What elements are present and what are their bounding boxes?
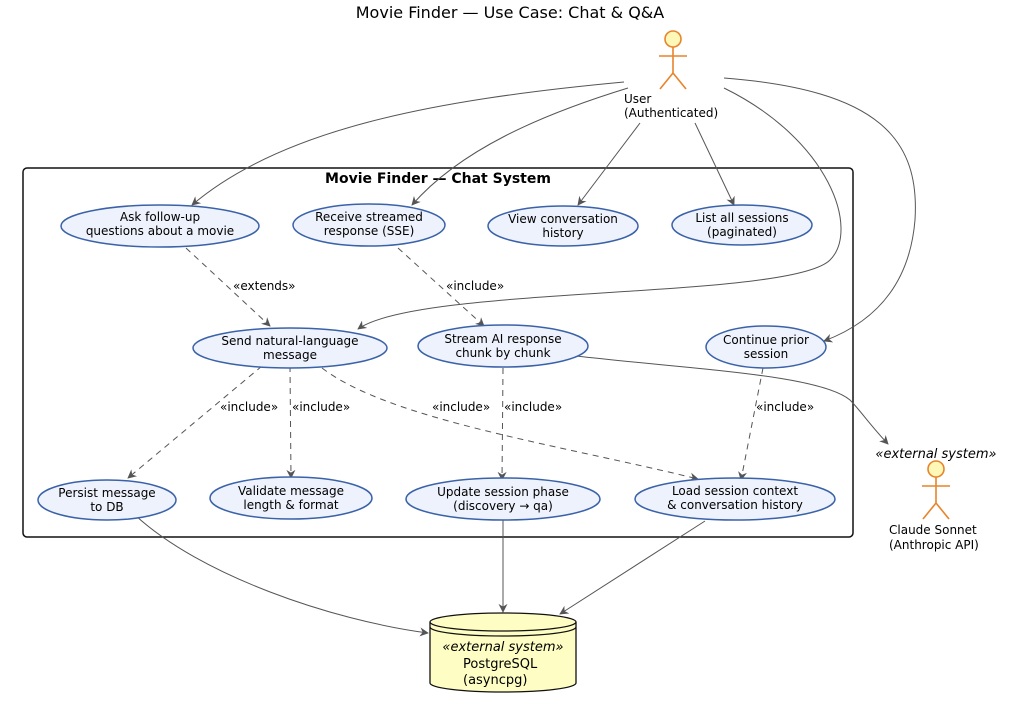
actor-claude-sonnet[interactable]: «external system» Claude Sonnet(Anthropi…: [875, 447, 996, 552]
actor-user-label: User(Authenticated): [624, 92, 718, 120]
label-include-stream-update: «include»: [504, 400, 562, 414]
label-include-send-load: «include»: [432, 400, 490, 414]
database-label: PostgreSQL(asyncpg): [463, 657, 538, 688]
rel-include-receive-to-stream: [397, 247, 485, 327]
assoc-user-send-message: [357, 87, 842, 330]
rel-include-stream-to-update: [497, 367, 507, 481]
use-case-list-sessions[interactable]: List all sessions(paginated): [671, 204, 813, 246]
label-include-send-persist: «include»: [220, 400, 278, 414]
actor-claude-stereotype: «external system»: [875, 447, 996, 462]
assoc-user-ask-followup: [191, 81, 625, 206]
assoc-load-to-db: [559, 520, 706, 615]
actor-claude-label: Claude Sonnet(Anthropic API): [889, 523, 979, 552]
assoc-user-receive-streamed: [411, 87, 629, 206]
system-boundary: [22, 167, 854, 538]
svg-text:List all sessions(paginated): List all sessions(paginated): [695, 211, 788, 239]
user-stick-figure-icon: [659, 30, 687, 90]
svg-text:Update session phase(discovery: Update session phase(discovery → qa): [437, 485, 569, 513]
label-include-receive-stream: «include»: [446, 279, 504, 293]
label-include-send-validate: «include»: [292, 400, 350, 414]
assoc-user-list-sessions: [694, 122, 735, 206]
rel-extends-ask-to-send: [185, 247, 271, 327]
label-extends-ask-send: «extends»: [233, 279, 296, 293]
database-stereotype: «external system»: [442, 640, 563, 655]
assoc-stream-to-claude: [575, 355, 889, 445]
rel-include-continue-to-load: [738, 367, 764, 481]
database-postgresql[interactable]: «external system» PostgreSQL(asyncpg): [429, 612, 577, 693]
claude-stick-figure-icon: [922, 460, 950, 520]
actor-user[interactable]: User(Authenticated): [624, 30, 718, 120]
rel-include-send-to-validate: [286, 365, 296, 479]
assoc-user-continue-session: [723, 77, 916, 343]
assoc-persist-to-db: [134, 514, 429, 637]
svg-text:Load session context& conversa: Load session context& conversation histo…: [667, 484, 803, 512]
diagram-title: Movie Finder — Use Case: Chat & Q&A: [356, 3, 665, 22]
use-case-update-phase[interactable]: Update session phase(discovery → qa): [405, 477, 601, 521]
label-include-continue-load: «include»: [756, 400, 814, 414]
assoc-user-view-history: [577, 122, 641, 206]
use-case-load-context[interactable]: Load session context& conversation histo…: [634, 477, 836, 521]
database-cylinder-icon: [429, 612, 577, 693]
rel-include-send-to-persist: [127, 365, 263, 479]
rel-include-send-to-load: [321, 367, 699, 482]
